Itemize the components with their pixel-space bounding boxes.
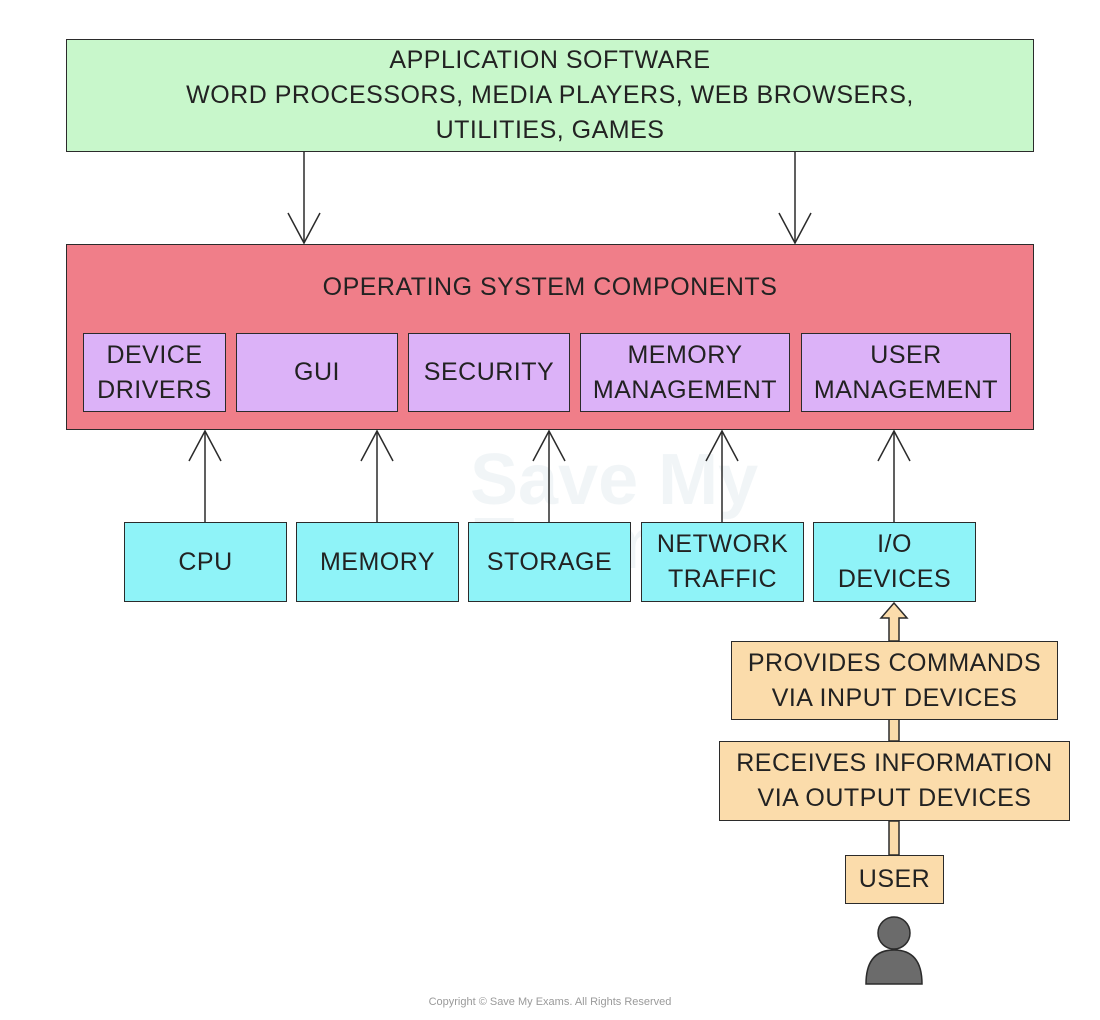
resource-network-traffic-line-2: TRAFFIC: [667, 565, 778, 593]
component-memory-management-line-2: MANAGEMENT: [592, 375, 778, 404]
component-gui-label: GUI: [294, 358, 340, 386]
resource-io-devices: I/O DEVICES: [813, 522, 976, 602]
operating-system-title: OPERATING SYSTEM COMPONENTS: [322, 273, 778, 301]
user-flow-arrowhead-icon: [879, 601, 909, 642]
component-device-drivers-line-1: DEVICE: [106, 340, 203, 369]
resource-storage-label: STORAGE: [486, 547, 613, 576]
component-user-management: USER MANAGEMENT: [801, 333, 1011, 412]
component-memory-management: MEMORY MANAGEMENT: [580, 333, 790, 412]
user-box: USER: [845, 855, 944, 904]
person-icon: [865, 916, 923, 985]
copyright-notice: Copyright © Save My Exams. All Rights Re…: [428, 996, 672, 1008]
component-security: SECURITY: [408, 333, 570, 412]
provides-commands-line-1: PROVIDES COMMANDS: [747, 648, 1042, 677]
receives-information-box: RECEIVES INFORMATION VIA OUTPUT DEVICES: [719, 741, 1070, 821]
resource-cpu-label: CPU: [178, 547, 233, 576]
resource-network-traffic-line-1: NETWORK: [656, 530, 789, 558]
resource-network-traffic: NETWORK TRAFFIC: [641, 522, 804, 602]
receives-information-line-2: VIA OUTPUT DEVICES: [757, 784, 1032, 812]
user-flow-shaft-bottom: [888, 820, 900, 856]
arrow-storage-to-os: [532, 429, 566, 522]
arrow-app-to-os-left: [287, 152, 321, 245]
arrow-io-to-os: [877, 429, 911, 522]
application-software-examples-1: WORD PROCESSORS, MEDIA PLAYERS, WEB BROW…: [186, 81, 914, 109]
component-memory-management-line-1: MEMORY: [627, 340, 743, 369]
application-software-examples-2: UTILITIES, GAMES: [435, 116, 665, 144]
resource-io-devices-line-2: DEVICES: [837, 565, 952, 593]
component-device-drivers-line-2: DRIVERS: [97, 375, 212, 404]
application-software-box: APPLICATION SOFTWARE WORD PROCESSORS, ME…: [66, 39, 1034, 152]
user-flow-shaft-middle: [888, 718, 900, 742]
component-security-label: SECURITY: [423, 358, 555, 386]
resource-memory-label: MEMORY: [319, 547, 436, 576]
component-device-drivers: DEVICE DRIVERS: [83, 333, 226, 412]
resource-memory: MEMORY: [296, 522, 459, 602]
component-user-management-line-1: USER: [870, 340, 942, 369]
application-software-title: APPLICATION SOFTWARE: [389, 46, 711, 74]
arrow-app-to-os-right: [778, 152, 812, 245]
resource-storage: STORAGE: [468, 522, 631, 602]
component-gui: GUI: [236, 333, 398, 412]
receives-information-line-1: RECEIVES INFORMATION: [736, 749, 1053, 777]
arrow-memory-to-os: [360, 429, 394, 522]
provides-commands-box: PROVIDES COMMANDS VIA INPUT DEVICES: [731, 641, 1058, 720]
user-label: USER: [858, 865, 931, 893]
arrow-network-to-os: [705, 429, 739, 522]
provides-commands-line-2: VIA INPUT DEVICES: [771, 683, 1018, 712]
resource-cpu: CPU: [124, 522, 287, 602]
resource-io-devices-line-1: I/O: [877, 530, 912, 558]
component-user-management-line-2: MANAGEMENT: [813, 375, 999, 404]
arrow-cpu-to-os: [188, 429, 222, 522]
